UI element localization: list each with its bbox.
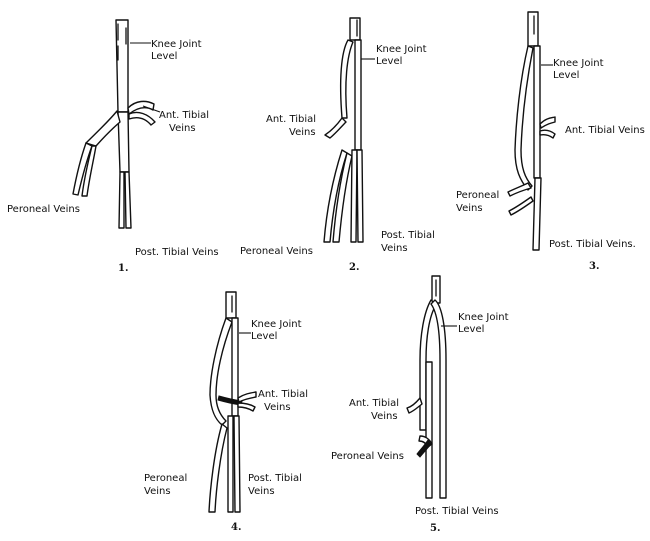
- diagram-5-peroneal-label: Peroneal Veins: [331, 451, 404, 462]
- diagram-1-number: 1.: [118, 263, 128, 274]
- diagram-5-number: 5.: [430, 523, 440, 534]
- diagram-1-peroneal-label: Peroneal Veins: [7, 204, 80, 215]
- diagram-1-post-tibial-label: Post. Tibial Veins: [135, 247, 219, 258]
- diagram-2-veins: [323, 17, 364, 243]
- diagram-1-pointers: [130, 42, 161, 113]
- diagram-3-number: 3.: [589, 261, 599, 272]
- diagram-3-post-tibial-label: Post. Tibial Veins.: [549, 239, 636, 250]
- diagram-3-ant-tibial-label: Ant. Tibial Veins: [565, 125, 645, 136]
- diagram-5-veins: [406, 275, 447, 499]
- diagram-4-number: 4.: [231, 522, 241, 533]
- diagram-5-post-tibial-label: Post. Tibial Veins: [415, 506, 499, 517]
- diagram-2-number: 2.: [349, 262, 359, 273]
- diagram-4-veins: [208, 291, 257, 513]
- diagram-3-veins: [507, 11, 556, 251]
- diagram-2-peroneal-label: Peroneal Veins: [240, 246, 313, 257]
- diagram-1-veins: [72, 19, 156, 229]
